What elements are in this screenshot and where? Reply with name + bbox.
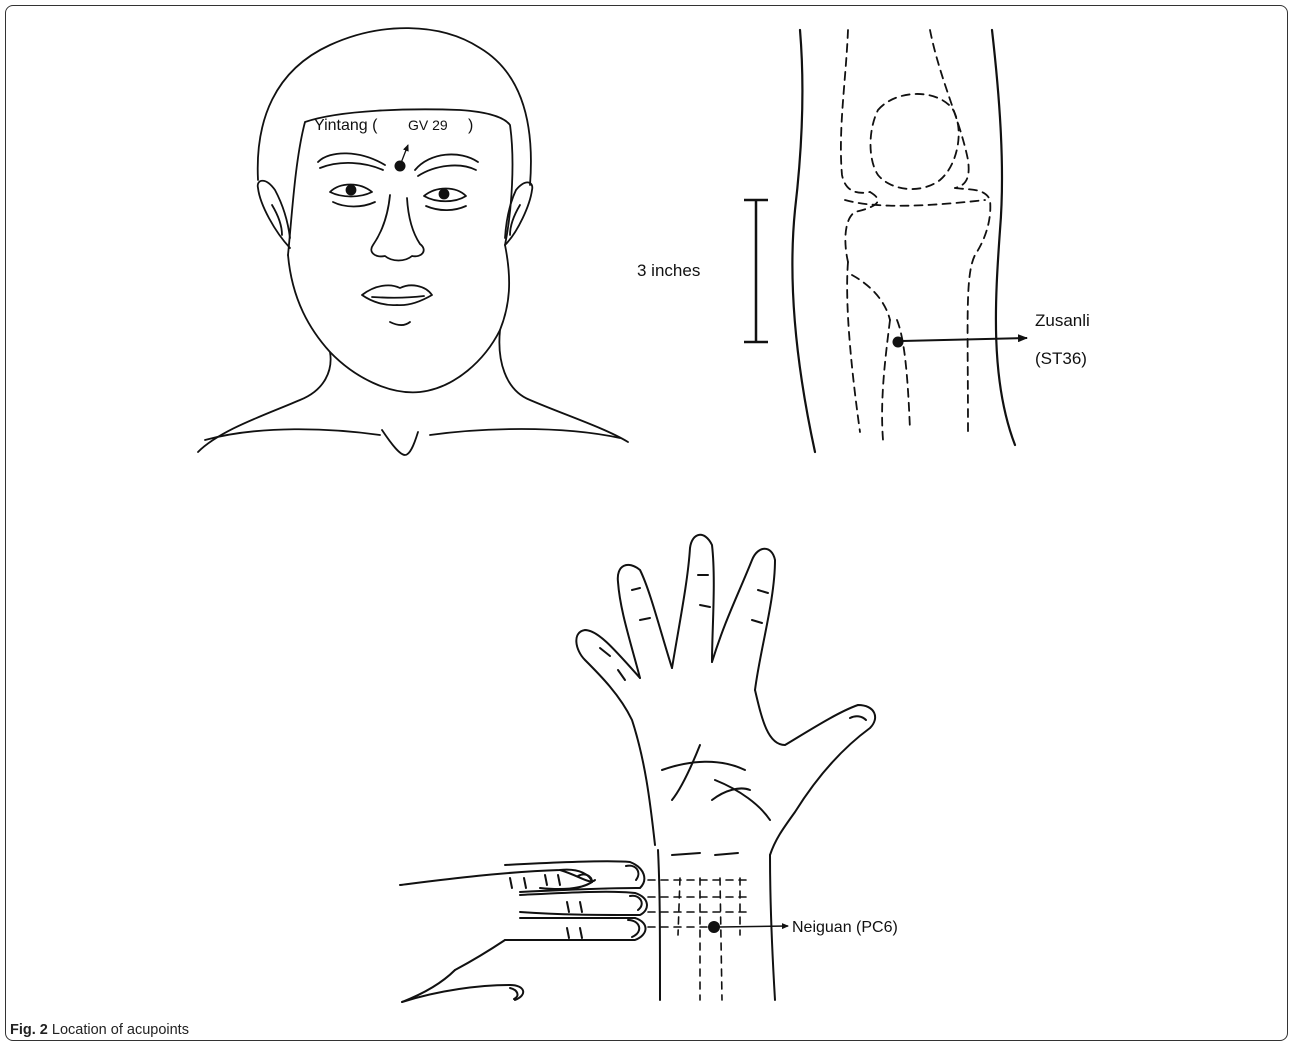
- face-illustration-icon: [198, 28, 628, 455]
- figure-caption-text: Location of acupoints: [52, 1022, 189, 1038]
- yintang-close-paren: ): [468, 117, 473, 134]
- neiguan-label: Neiguan (PC6): [792, 919, 898, 936]
- gv29-label: GV 29: [408, 117, 448, 133]
- scale-label: 3 inches: [637, 261, 700, 280]
- yintang-label: Yintang (: [314, 117, 378, 134]
- scale-bar: [744, 200, 768, 342]
- yintang-marker: [395, 145, 409, 172]
- zusanli-marker: [893, 337, 1028, 348]
- figure-caption-label: Fig. 2: [10, 1022, 48, 1038]
- zusanli-label: Zusanli: [1035, 311, 1090, 330]
- figure-caption: Fig. 2 Location of acupoints: [10, 1022, 189, 1038]
- st36-label: (ST36): [1035, 349, 1087, 368]
- knee-leg-illustration-icon: [792, 30, 1015, 452]
